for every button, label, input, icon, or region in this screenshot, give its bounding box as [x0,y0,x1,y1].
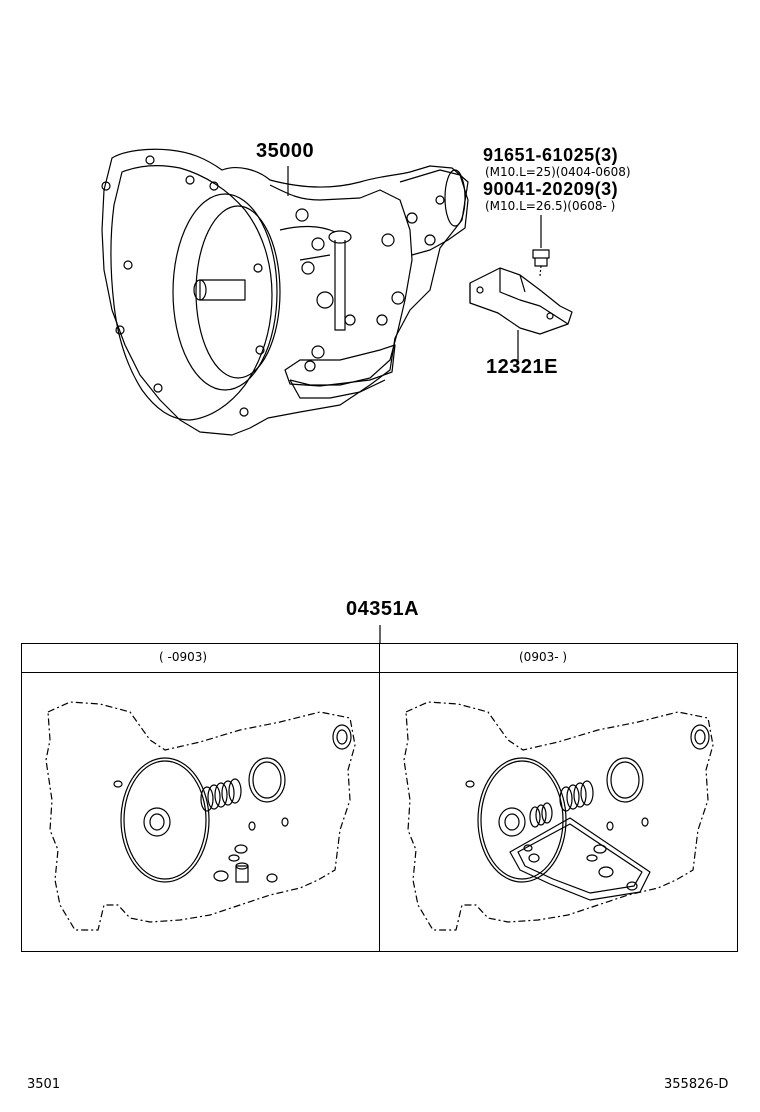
kit-table-divider [379,644,380,951]
gasket-kit-table: ( -0903) (0903- ) [21,643,738,952]
kit-column-left-label: ( -0903) [159,650,208,664]
part-number-35000: 35000 [256,140,315,162]
kit-right-illustration [403,701,714,931]
kit-column-right-label: (0903- ) [519,650,568,664]
part-number-12321e: 12321E [486,356,558,378]
part-number-bolt-2: 90041-20209(3) [483,179,619,199]
diagram-id: 355826-D [664,1077,729,1092]
page-code: 3501 [27,1077,61,1092]
part-number-bolt-1: 91651-61025(3) [483,145,619,165]
bolt-2-spec: (M10.L=26.5)(0608- ) [485,199,616,213]
bolt-1-spec: (M10.L=25)(0404-0608) [485,165,631,179]
part-number-04351a: 04351A [346,598,420,620]
kit-left-illustration [45,701,356,931]
